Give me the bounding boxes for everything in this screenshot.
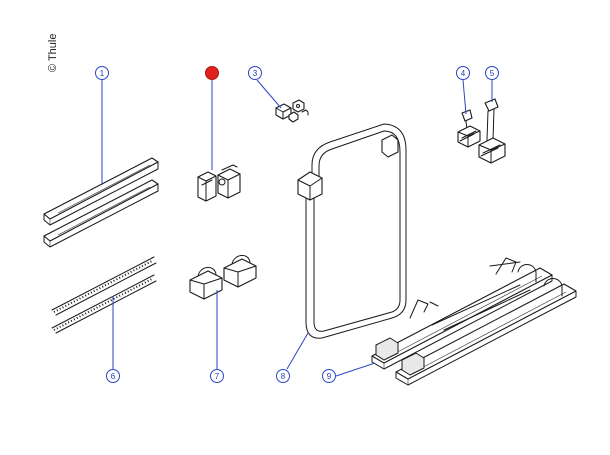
- callout-1-label: 1: [100, 69, 105, 78]
- part-4-knob[interactable]: [457, 109, 481, 148]
- leader-4: [462, 79, 467, 115]
- leader-9: [335, 362, 376, 377]
- callout-9-circle[interactable]: [322, 369, 336, 383]
- callout-8-circle[interactable]: [276, 369, 290, 383]
- part-8-carrier-frame[interactable]: [297, 123, 407, 339]
- callout-9[interactable]: 9: [322, 369, 336, 383]
- callout-5-label: 5: [490, 69, 495, 78]
- callout-4-circle[interactable]: [456, 66, 470, 80]
- part-5-knob-long[interactable]: [478, 98, 506, 164]
- callout-3-circle[interactable]: [248, 66, 262, 80]
- part-7-clamp-pair[interactable]: [189, 255, 257, 300]
- part-1-rails[interactable]: [43, 157, 159, 248]
- callout-4-label: 4: [461, 69, 466, 78]
- callout-6-label: 6: [111, 372, 116, 381]
- callout-7-label: 7: [215, 372, 220, 381]
- callout-1[interactable]: 1: [95, 66, 109, 80]
- part-2-clamp-block[interactable]: [197, 164, 241, 202]
- callout-2[interactable]: [205, 66, 219, 80]
- part-6-rubber-strips[interactable]: [51, 256, 157, 334]
- leader-3: [256, 79, 282, 109]
- callout-5-circle[interactable]: [485, 66, 499, 80]
- callout-4[interactable]: 4: [456, 66, 470, 80]
- callout-2-circle[interactable]: [205, 66, 219, 80]
- callout-7-circle[interactable]: [210, 369, 224, 383]
- part-9-wheel-rails[interactable]: [371, 257, 577, 386]
- copyright-notice: © Thule: [47, 33, 59, 72]
- callout-9-label: 9: [327, 372, 332, 381]
- callout-3[interactable]: 3: [248, 66, 262, 80]
- callout-1-circle[interactable]: [95, 66, 109, 80]
- callout-6[interactable]: 6: [106, 369, 120, 383]
- part-3-hardware-set[interactable]: [275, 99, 309, 123]
- callout-8[interactable]: 8: [276, 369, 290, 383]
- callout-6-circle[interactable]: [106, 369, 120, 383]
- callout-7[interactable]: 7: [210, 369, 224, 383]
- leader-8: [286, 332, 309, 370]
- callout-8-label: 8: [281, 372, 286, 381]
- callout-5[interactable]: 5: [485, 66, 499, 80]
- callout-bubbles: 1 3 4 5 6 7 8 9: [95, 66, 499, 383]
- callout-3-label: 3: [253, 69, 258, 78]
